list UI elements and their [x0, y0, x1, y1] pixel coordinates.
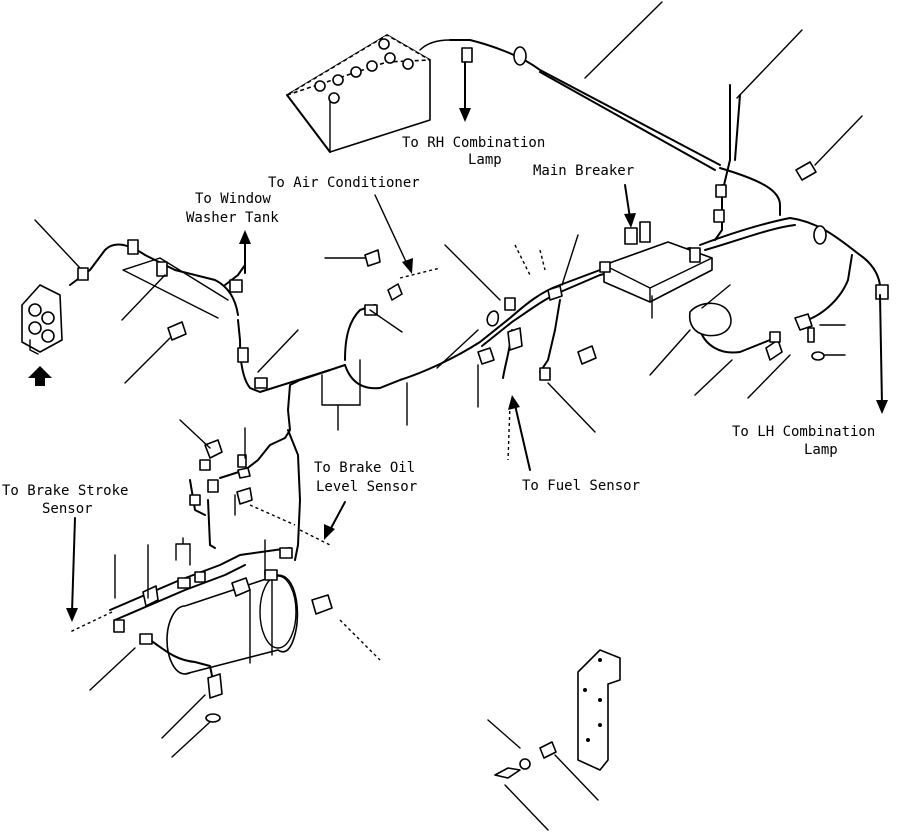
label-brake-stroke-2: Sensor	[42, 501, 93, 517]
label-brake-oil-1: To Brake Oil	[314, 460, 415, 476]
labels: To RH Combination Lamp To Air Conditione…	[2, 135, 875, 517]
dashed-leads	[69, 244, 546, 661]
front-direction-arrow	[28, 366, 52, 386]
battery	[286, 34, 451, 153]
label-fuel-sensor: To Fuel Sensor	[522, 478, 640, 494]
leader-lines	[34, 1, 863, 831]
left-connector-block	[21, 284, 63, 355]
label-window-washer-1: To Window	[195, 191, 271, 207]
label-brake-oil-2: Level Sensor	[316, 479, 417, 495]
label-rh-combination-lamp-1: To RH Combination	[402, 135, 545, 151]
label-lh-combination-lamp-2: Lamp	[804, 442, 838, 458]
direction-arrows	[28, 61, 888, 622]
label-lh-combination-lamp-1: To LH Combination	[732, 424, 875, 440]
label-air-conditioner: To Air Conditioner	[268, 175, 420, 191]
label-window-washer-2: Washer Tank	[186, 210, 279, 226]
main-harness	[69, 39, 881, 561]
label-rh-combination-lamp-2: Lamp	[468, 152, 502, 168]
mounting-bracket	[494, 649, 621, 779]
label-brake-stroke-1: To Brake Stroke	[2, 483, 128, 499]
label-main-breaker: Main Breaker	[533, 163, 634, 179]
main-breaker	[603, 221, 713, 303]
air-tank	[109, 479, 299, 691]
hardware	[77, 46, 889, 723]
